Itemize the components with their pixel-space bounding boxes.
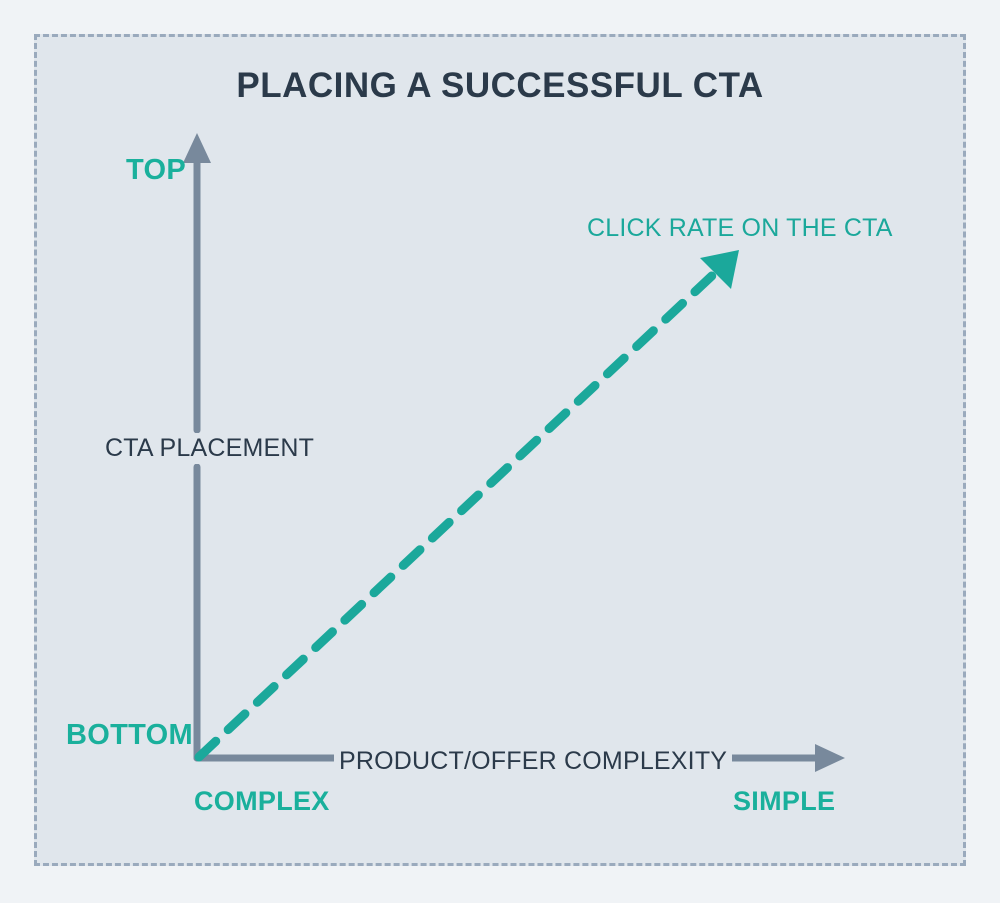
x-axis-arrowhead-icon [815, 744, 845, 772]
chart-title: PLACING A SUCCESSFUL CTA [236, 66, 764, 105]
trend-annotation-label: CLICK RATE ON THE CTA [587, 214, 893, 242]
x-axis-tick-label-complex: COMPLEX [194, 786, 330, 816]
x-axis-tick-label-simple: SIMPLE [733, 786, 836, 816]
y-axis-title: CTA PLACEMENT [99, 433, 321, 464]
trend-dashed-line [194, 267, 721, 762]
y-axis-tick-label-bottom: BOTTOM [66, 719, 193, 751]
x-axis-title: PRODUCT/OFFER COMPLEXITY [334, 746, 733, 777]
trend-arrowhead-icon [700, 250, 739, 289]
y-axis-tick-label-top: TOP [126, 154, 186, 186]
y-axis-arrowhead-icon [183, 133, 211, 163]
trend-arrow [194, 250, 739, 762]
y-axis [183, 133, 211, 762]
